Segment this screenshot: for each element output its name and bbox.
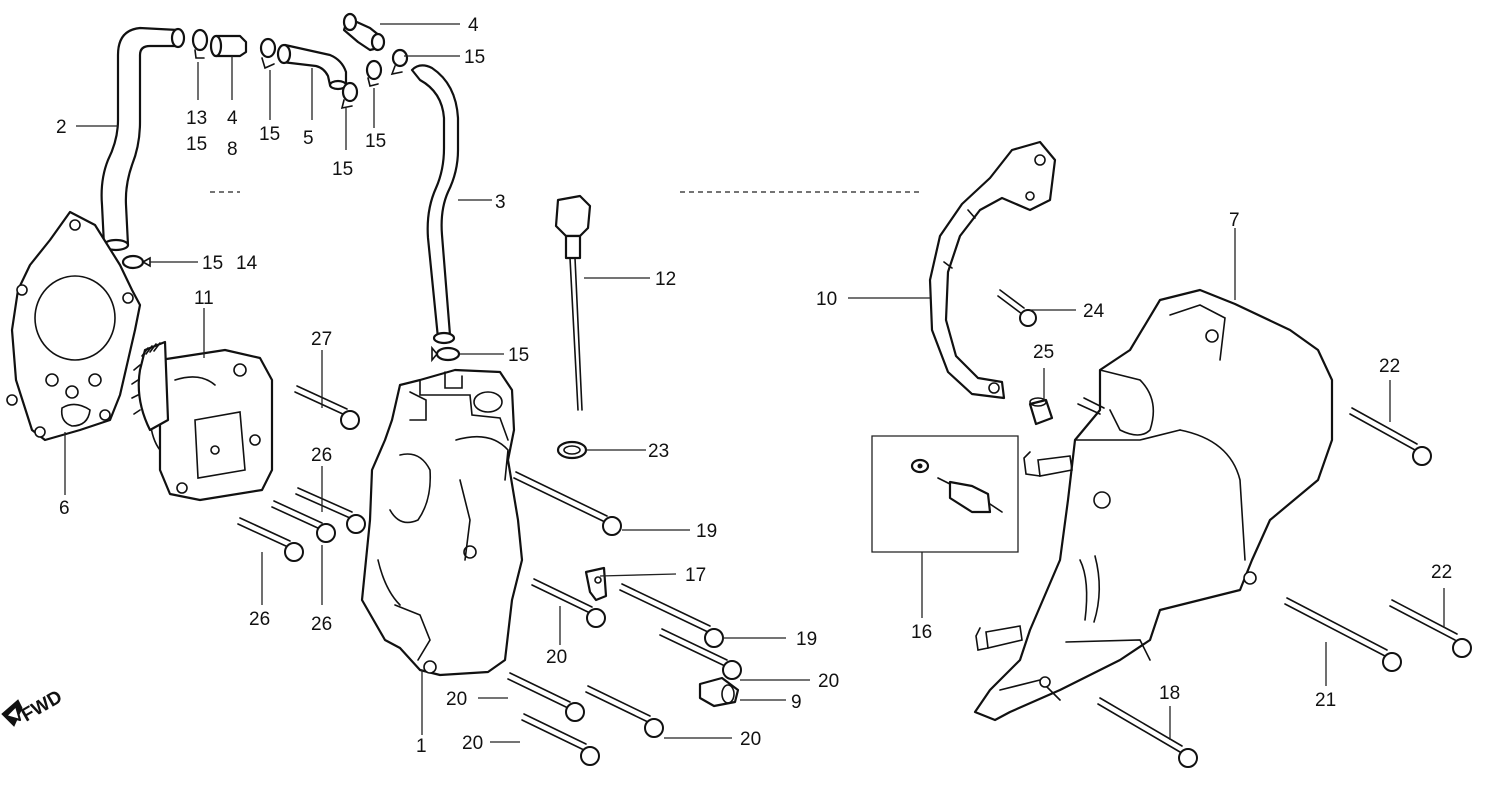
label-part-5: 5 (303, 128, 314, 149)
label-part-7: 7 (1229, 210, 1240, 231)
clamp-part-15-left (259, 37, 277, 70)
dowel-part-25 (1028, 397, 1054, 426)
bracket-part-10 (928, 140, 1057, 400)
label-part-25: 25 (1033, 342, 1054, 363)
label-part-2: 2 (56, 117, 67, 138)
label-part-1: 1 (416, 736, 427, 757)
oil-pump-part-11 (131, 340, 274, 502)
hose-part-3 (410, 64, 460, 345)
joint-part-4-top (342, 12, 386, 52)
oring-part-23 (556, 440, 588, 460)
label-part-16: 16 (911, 622, 932, 643)
bolt-part-22-lower (1389, 599, 1472, 658)
label-part-3: 3 (495, 192, 506, 213)
label-part-20-right: 20 (818, 671, 839, 692)
label-part-21: 21 (1315, 690, 1336, 711)
label-part-26-upper: 26 (311, 445, 332, 466)
label-part-11: 11 (194, 288, 214, 309)
housing-part-7 (973, 288, 1334, 722)
label-part-15-lower-left: 15 (202, 253, 223, 274)
label-part-9: 9 (791, 692, 802, 713)
sensor-kit-part-16 (871, 435, 1019, 553)
label-part-10: 10 (816, 289, 837, 310)
fwd-label: FWD (18, 687, 66, 727)
dowel-part-9 (698, 676, 740, 708)
bolt-part-19-upper (513, 471, 622, 536)
dipstick-part-12 (554, 194, 592, 411)
label-part-19-lower: 19 (796, 629, 817, 650)
clamp-part-15-lower (431, 345, 461, 363)
label-part-23: 23 (648, 441, 669, 462)
clamp-part-15-mid-a (340, 81, 359, 110)
label-part-15-left: 15 (259, 124, 280, 145)
bolt-part-20-bottom-b (585, 685, 664, 738)
hose-part-2 (100, 26, 186, 252)
hose-part-5 (276, 43, 348, 91)
label-part-20-mid: 20 (546, 647, 567, 668)
part-number-labels: 2 4 15 13 15 4 8 15 5 15 15 15 14 3 15 1… (56, 15, 1452, 757)
label-part-19-upper: 19 (696, 521, 717, 542)
label-part-4-top: 4 (468, 15, 479, 36)
joint-part-4-left (209, 34, 248, 58)
label-part-22-lower: 22 (1431, 562, 1452, 583)
label-part-15-top-right: 15 (464, 47, 485, 68)
label-part-22-upper: 22 (1379, 356, 1400, 377)
clamp-part-15-mid-b (365, 59, 383, 87)
gasket-part-6 (6, 210, 142, 442)
label-part-20-bottom-left: 20 (446, 689, 467, 710)
bolt-part-20-mid (531, 578, 606, 628)
bolt-part-26-b (271, 500, 336, 543)
bracket-part-17 (584, 566, 608, 602)
clamp-part-13 (191, 28, 209, 59)
label-part-20-bottom: 20 (462, 733, 483, 754)
bolt-part-22-upper (1349, 407, 1432, 466)
bolt-part-20-right (659, 628, 742, 680)
bolt-part-21 (1284, 597, 1402, 672)
label-part-24: 24 (1083, 301, 1105, 322)
label-part-13: 13 (186, 108, 207, 129)
label-part-8: 8 (227, 139, 238, 160)
label-part-27: 27 (311, 329, 332, 350)
label-part-17: 17 (685, 565, 706, 586)
bolt-part-19-lower (619, 583, 724, 648)
bolt-part-26-a (295, 487, 366, 534)
label-part-15-under-13: 15 (186, 134, 207, 155)
label-part-20-bottom-right: 20 (740, 729, 761, 750)
bolt-part-18 (1097, 697, 1198, 768)
bolt-part-20-bottom-c (521, 713, 600, 766)
label-part-15-lower-right: 15 (508, 345, 529, 366)
leader-lines (64, 23, 1445, 743)
clamp-part-15-top-right (390, 48, 409, 76)
fwd-direction-indicator: FWD (1, 687, 66, 727)
bolt-part-24 (997, 289, 1037, 327)
label-part-4-left: 4 (227, 108, 238, 129)
clamp-part-15-14 (121, 254, 151, 270)
label-part-12: 12 (655, 269, 676, 290)
crankcase-cover-part-1 (360, 368, 524, 677)
label-part-15-right: 15 (365, 131, 386, 152)
label-part-6: 6 (59, 498, 70, 519)
bolt-part-20-bottom-a (507, 672, 585, 722)
bolt-part-26-c (237, 517, 304, 562)
label-part-18: 18 (1159, 683, 1180, 704)
label-part-26-right: 26 (311, 614, 332, 635)
label-part-14: 14 (236, 253, 258, 274)
label-part-15-mid: 15 (332, 159, 353, 180)
label-part-26-left: 26 (249, 609, 270, 630)
bolt-part-27 (294, 385, 360, 430)
